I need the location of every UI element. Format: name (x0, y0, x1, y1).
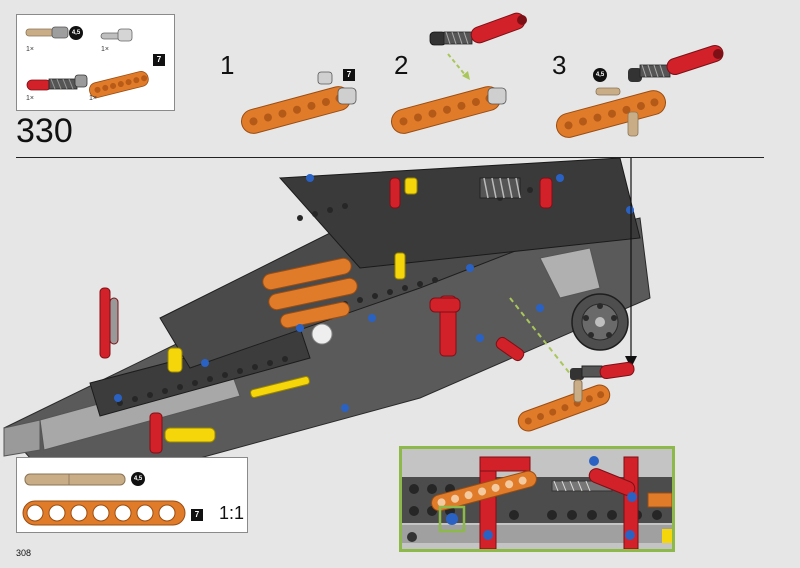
substep-3-assembly (555, 45, 724, 138)
length-badge: 7 (153, 54, 165, 66)
red-parts (99, 177, 553, 454)
part-quantity: 1× (26, 95, 34, 102)
axle-1to1 (24, 473, 126, 486)
grey-axle-pin-part (100, 28, 133, 42)
scale-guide-box: 4,5 7 1:1 (16, 457, 248, 533)
parts-list-box: 4,5 1× 1× 1× 1× 7 (16, 14, 175, 111)
substep-1-assembly (240, 71, 357, 134)
length-badge: 7 (343, 69, 355, 81)
tan-axle-pin-part (25, 26, 69, 39)
length-badge: 4,5 (131, 472, 145, 486)
white-gear (311, 323, 333, 345)
blue-pins (114, 174, 634, 412)
scale-label: 1:1 (219, 503, 245, 523)
detail-callout-illustration (402, 449, 672, 549)
length-badge: 4,5 (69, 26, 83, 40)
part-quantity: 1× (89, 95, 97, 102)
main-model-illustration (3, 158, 651, 459)
orange-beams (262, 257, 358, 329)
yellow-parts (164, 177, 418, 443)
parts-list-illustration (25, 26, 149, 98)
suspension-spring (479, 177, 601, 299)
step-number: 330 (16, 112, 73, 150)
substep-number: 3 (552, 50, 567, 80)
placement-arrow-head (625, 356, 637, 368)
step-divider (16, 157, 764, 158)
detail-callout (399, 446, 675, 552)
beam-holes (117, 183, 548, 406)
length-badge: 7 (191, 509, 203, 521)
red-shock-absorber-part (26, 74, 88, 91)
scale-guide-illustration (22, 473, 186, 526)
length-badge: 4,5 (593, 68, 607, 82)
substep-2-assembly (390, 12, 527, 134)
substep-number: 2 (394, 50, 409, 80)
substep-illustrations (240, 12, 724, 138)
page-number: 308 (16, 548, 32, 558)
part-quantity: 1× (101, 46, 109, 53)
wheel-hub (571, 293, 629, 351)
part-quantity: 1× (26, 46, 34, 53)
substep-number: 1 (220, 50, 235, 80)
new-sub-assembly (517, 361, 635, 432)
orange-beam-part (89, 71, 149, 98)
